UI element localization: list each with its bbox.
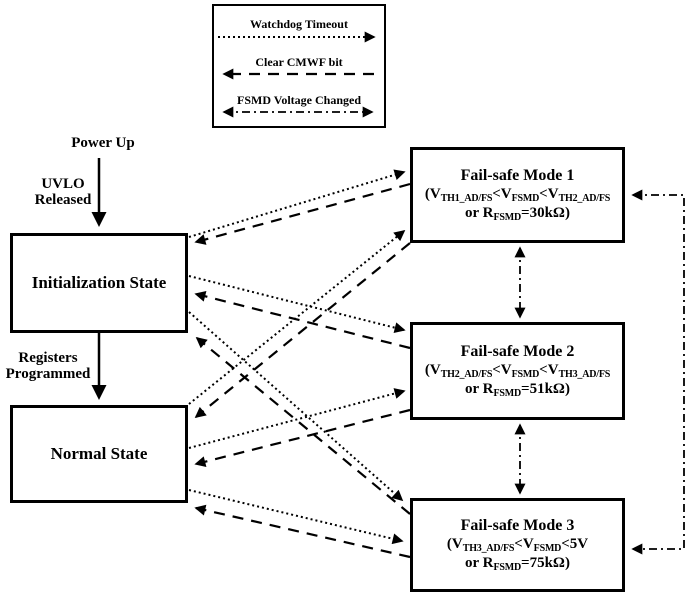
arrow-init-to-mode1-watchdog [188, 169, 406, 238]
mode3-condition: (VTH3_AD/FS<VFSMD<5V [446, 536, 589, 555]
power-up-label: Power Up [71, 135, 135, 151]
registers-programmed-label: Registers Programmed [5, 350, 91, 383]
arrow-mode3-to-normal-cmwf [194, 504, 411, 559]
legend: Watchdog Timeout Clear CMWF bit FSMD Vol… [212, 4, 386, 128]
mode2-resistor: or RFSMD=51kΩ) [465, 381, 570, 399]
registers-line1: Registers [18, 350, 78, 366]
failsafe-mode2-box: Fail-safe Mode 2 (VTH2_AD/FS<VFSMD<VTH3_… [410, 322, 625, 420]
legend-fsmd-changed-label: FSMD Voltage Changed [236, 93, 361, 107]
arrow-mode1-mode3-fsmd-rail [631, 189, 685, 555]
mode1-title: Fail-safe Mode 1 [460, 167, 575, 185]
arrow-normal-to-mode2-watchdog [188, 388, 406, 449]
failsafe-mode1-box: Fail-safe Mode 1 (VTH1_AD/FS<VFSMD<VTH2_… [410, 147, 625, 243]
arrow-normal-to-mode1-watchdog [188, 229, 406, 405]
arrow-mode2-to-init-cmwf [194, 290, 411, 350]
initialization-state-title: Initialization State [31, 273, 167, 292]
mode2-condition: (VTH2_AD/FS<VFSMD<VTH3_AD/FS [424, 362, 611, 381]
failsafe-mode3-box: Fail-safe Mode 3 (VTH3_AD/FS<VFSMD<5V or… [410, 498, 625, 592]
normal-state-title: Normal State [50, 444, 148, 463]
initialization-state-box: Initialization State [10, 233, 188, 333]
registers-line2: Programmed [5, 365, 91, 382]
mode2-title: Fail-safe Mode 2 [460, 343, 575, 361]
normal-state-box: Normal State [10, 405, 188, 503]
uvlo-line2: Released [34, 191, 92, 208]
uvlo-line1: UVLO [41, 176, 85, 192]
arrow-normal-to-mode3-watchdog [188, 489, 404, 545]
mode1-resistor: or RFSMD=30kΩ) [465, 205, 570, 223]
legend-clear-cmwf-label: Clear CMWF bit [255, 55, 343, 69]
mode1-condition: (VTH1_AD/FS<VFSMD<VTH2_AD/FS [424, 186, 611, 205]
mode3-resistor: or RFSMD=75kΩ) [465, 555, 570, 573]
arrow-init-to-mode2-watchdog [188, 275, 406, 334]
arrow-mode1-to-init-cmwf [194, 182, 411, 245]
uvlo-released-label: UVLO Released [34, 176, 92, 209]
arrow-mode3-to-init-cmwf [195, 336, 411, 515]
mode3-title: Fail-safe Mode 3 [460, 517, 575, 535]
legend-watchdog-label: Watchdog Timeout [250, 17, 348, 31]
arrow-mode1-to-normal-cmwf [194, 242, 411, 419]
arrow-init-to-mode3-watchdog [188, 311, 404, 502]
